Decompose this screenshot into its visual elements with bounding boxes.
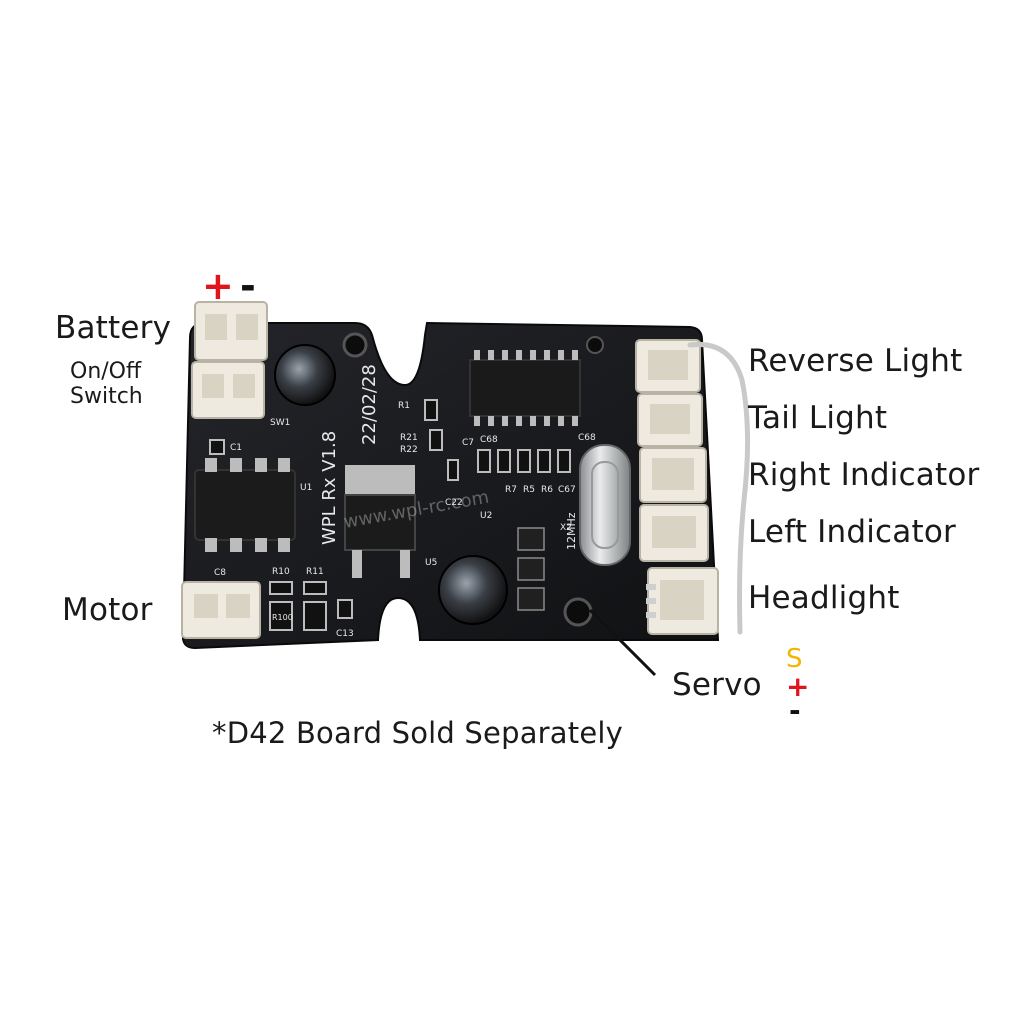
switch-label-line2: Switch bbox=[70, 384, 143, 409]
ref-c67: C67 bbox=[558, 485, 576, 495]
ref-u1: U1 bbox=[300, 483, 312, 493]
separate-board-note: *D42 Board Sold Separately bbox=[212, 716, 623, 750]
mounting-hole bbox=[342, 332, 368, 358]
crystal-oscillator bbox=[579, 444, 631, 566]
motor-label: Motor bbox=[62, 592, 153, 628]
ref-sw1: SW1 bbox=[270, 418, 290, 428]
ref-u5: U5 bbox=[425, 558, 437, 568]
ref-r21: R21 bbox=[400, 433, 418, 443]
ref-c8: C8 bbox=[214, 568, 226, 578]
silkscreen: WPL Rx V1.8 22/02/28 12MHz www.wpl-rc.co… bbox=[214, 364, 596, 639]
battery-plus-mark: + bbox=[202, 264, 234, 308]
battery-minus-mark: - bbox=[240, 264, 256, 308]
driver-chip bbox=[194, 458, 296, 552]
servo-pointer bbox=[588, 608, 657, 677]
ref-x2: X2 bbox=[560, 523, 572, 533]
left-indicator-label: Left Indicator bbox=[748, 514, 956, 550]
reverse-light-connector bbox=[635, 339, 701, 393]
pcb-outline bbox=[181, 321, 720, 650]
switch-connector bbox=[191, 361, 265, 419]
capacitor bbox=[438, 555, 508, 625]
transistors bbox=[517, 527, 545, 611]
servo-minus-mark: - bbox=[789, 694, 801, 727]
antenna-wire bbox=[687, 341, 751, 635]
right-indicator-connector bbox=[639, 447, 707, 503]
headlight-connector bbox=[646, 567, 719, 635]
mounting-hole bbox=[563, 597, 593, 627]
ref-c68b: C68 bbox=[578, 433, 596, 443]
board-date: 22/02/28 bbox=[359, 364, 380, 445]
headlight-label: Headlight bbox=[748, 580, 900, 616]
switch-label-line1: On/Off bbox=[70, 359, 142, 384]
mounting-hole bbox=[586, 336, 604, 354]
ref-c22: C22 bbox=[445, 498, 463, 508]
servo-label: Servo bbox=[672, 667, 762, 703]
right-indicator-label: Right Indicator bbox=[748, 457, 980, 493]
ref-r7: R7 bbox=[505, 485, 517, 495]
ref-r6: R6 bbox=[541, 485, 553, 495]
reverse-light-label: Reverse Light bbox=[748, 343, 963, 379]
ref-r22: R22 bbox=[400, 445, 418, 455]
board-model: WPL Rx V1.8 bbox=[319, 431, 340, 545]
mcu-chip bbox=[469, 350, 581, 426]
ref-r5: R5 bbox=[523, 485, 535, 495]
ref-c68: C68 bbox=[480, 435, 498, 445]
battery-connector bbox=[194, 301, 268, 361]
left-indicator-connector bbox=[639, 504, 709, 562]
ref-c1: C1 bbox=[230, 443, 242, 453]
regulator bbox=[344, 465, 416, 578]
tail-light-connector bbox=[637, 393, 703, 447]
capacitor bbox=[274, 344, 336, 406]
servo-plus-mark: + bbox=[786, 670, 810, 703]
ref-c13: C13 bbox=[336, 629, 354, 639]
ref-c7: C7 bbox=[462, 438, 474, 448]
ref-r100: R100 bbox=[272, 613, 293, 622]
servo-signal-mark: S bbox=[786, 644, 803, 674]
crystal-marking: 12MHz bbox=[565, 512, 578, 550]
ref-r11: R11 bbox=[306, 567, 324, 577]
tail-light-label: Tail Light bbox=[748, 400, 888, 436]
battery-label: Battery bbox=[55, 310, 172, 346]
ref-u2: U2 bbox=[480, 511, 492, 521]
ref-r1: R1 bbox=[398, 401, 410, 411]
motor-connector bbox=[181, 581, 261, 639]
smd-components bbox=[209, 399, 571, 631]
ref-r10: R10 bbox=[272, 567, 290, 577]
